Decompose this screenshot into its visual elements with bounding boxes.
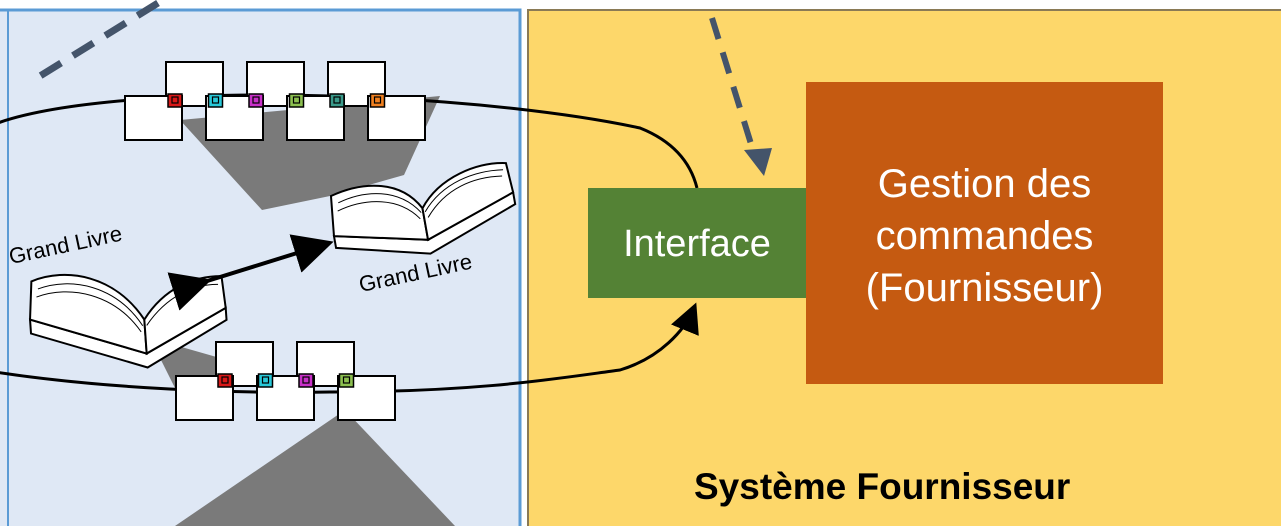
supplier-system-title: Système Fournisseur [694,466,1071,507]
lock-icon [167,93,183,108]
dashed-arrow-head [744,148,772,176]
bottom-shadow [175,410,455,526]
lock-icon [298,373,314,388]
lower-blockchain [175,341,396,421]
order-management-line-3: (Fournisseur) [865,266,1104,310]
lock-icon [338,373,355,388]
order-management-line-2: commandes [875,214,1094,258]
lock-icon [248,93,264,108]
lock-icon [369,93,386,108]
lock-icon [257,373,274,388]
order-management-label: Gestion des commandes (Fournisseur) [806,158,1163,314]
dashed-arrow-to-order [709,17,759,161]
ledger-sync-arrow [167,234,334,311]
lock-icon [207,93,224,108]
order-management-line-1: Gestion des [877,162,1092,206]
interface-box [588,188,806,298]
network-ring-top [0,93,699,189]
lock-icon [329,93,345,108]
dashed-arrow-top-left [38,0,160,79]
ledger-book-right [329,162,517,255]
order-management-box [806,82,1163,384]
upper-blockchain [124,61,426,141]
interface-label: Interface [623,223,771,265]
block [367,95,426,141]
lock-icon [217,373,233,388]
lock-icon [288,93,305,108]
network-ring-bottom [0,302,699,394]
